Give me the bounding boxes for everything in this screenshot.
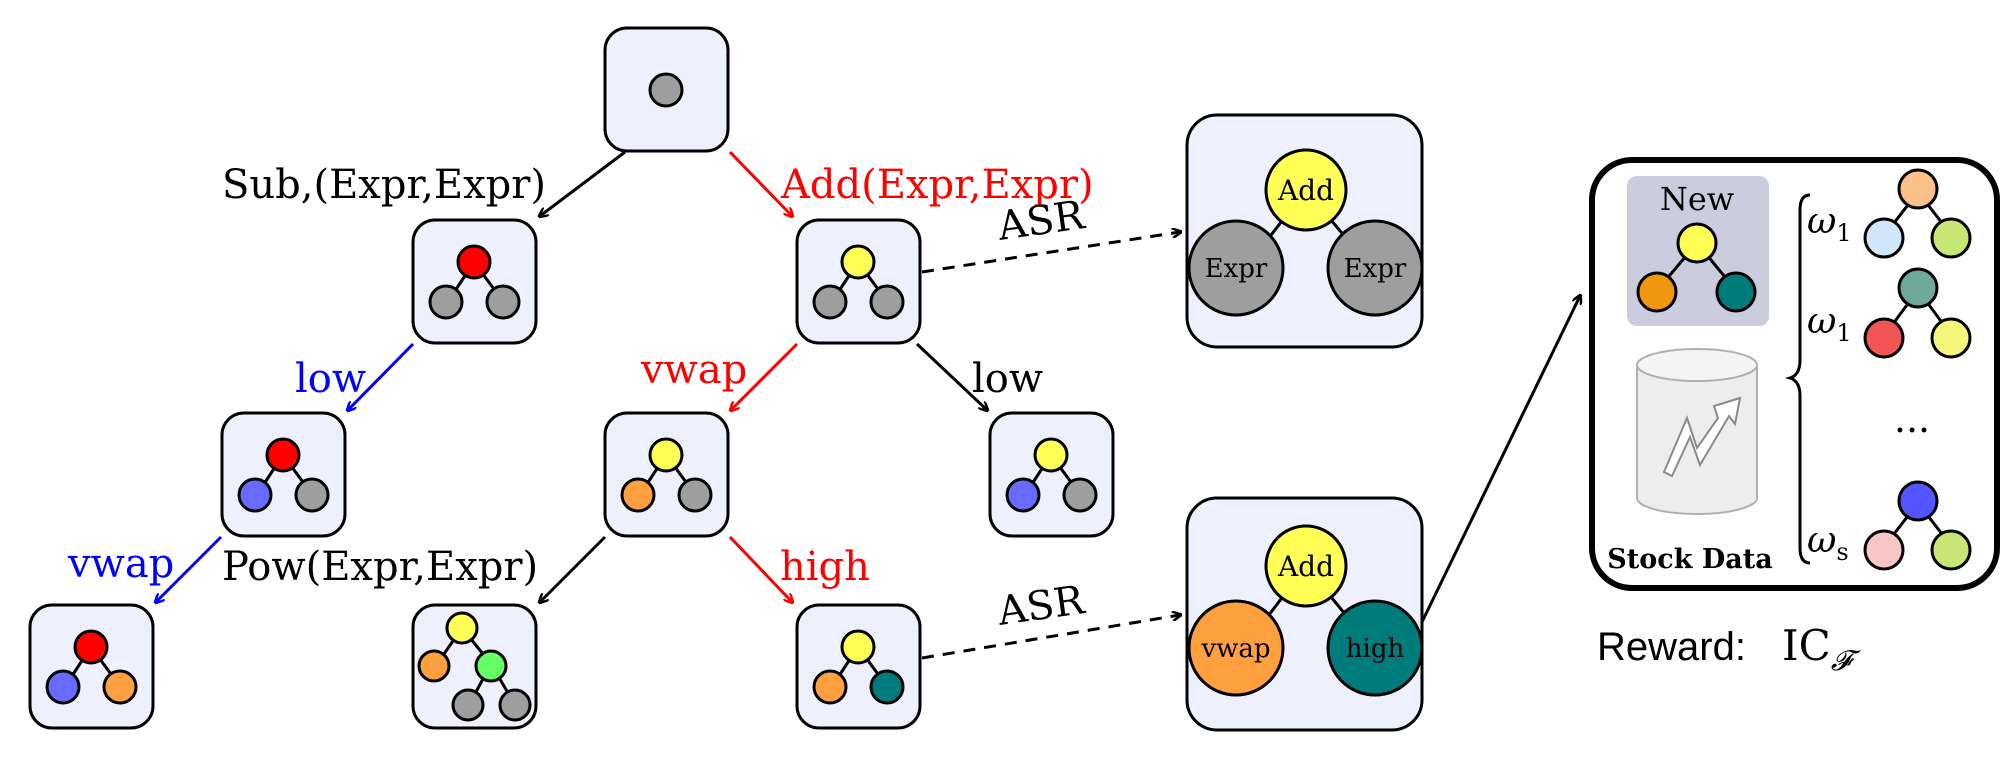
label-vwap-red: vwap (640, 347, 747, 393)
expr-tree-top: Add Expr Expr (1185, 113, 1424, 349)
new-label: New (1660, 180, 1734, 218)
label-asr-bottom: ASR (994, 577, 1089, 635)
weights-brace (1784, 193, 1811, 565)
node-low-vwap (28, 603, 155, 730)
edge-root-add (728, 150, 792, 216)
label-vwap-blue: vwap (67, 541, 174, 587)
expr-bottom-left-label: vwap (1200, 634, 1270, 664)
reward-metric: IC𝓕 (1782, 621, 1861, 677)
node-vwap-high (795, 603, 922, 730)
reward-label: Reward: (1597, 625, 1746, 669)
stock-data-cylinder-icon (1636, 348, 1758, 515)
expr-bottom-root-label: Add (1277, 550, 1334, 583)
weight-s: ωs (1807, 520, 1849, 566)
edge-asr-top (921, 232, 1180, 274)
weight-2: ω1 (1807, 301, 1852, 347)
expr-top-left-label: Expr (1205, 254, 1268, 284)
label-low-blue: low (295, 356, 366, 402)
expr-top-right-label: Expr (1344, 254, 1407, 284)
node-add-vwap (603, 411, 730, 538)
label-add: Add(Expr,Expr) (780, 162, 1094, 208)
reward-panel: New Stock Data ω1 ω1 ωs ... (1589, 157, 2000, 591)
node-add (795, 218, 922, 345)
weight-1: ω1 (1807, 201, 1852, 247)
expr-tree-bottom: Add vwap high (1185, 496, 1424, 732)
factor-tree-s (1863, 480, 1972, 571)
node-root (603, 26, 730, 153)
edge-add-low (915, 342, 987, 410)
label-low-black: low (972, 356, 1043, 402)
node-sub-low (220, 411, 347, 538)
edge-add-vwap (731, 342, 799, 410)
edge-low-vwap (156, 535, 223, 602)
label-sub: Sub,(Expr,Expr) (222, 162, 546, 208)
label-pow: Pow(Expr,Expr) (222, 544, 538, 590)
edge-root-sub (540, 150, 626, 216)
node-add-low (988, 411, 1115, 538)
node-sub (411, 218, 538, 345)
label-high: high (780, 544, 870, 590)
edge-to-panel (1420, 296, 1580, 623)
edge-sub-low (348, 342, 415, 410)
edge-asr-bottom (921, 615, 1180, 660)
factor-tree-2 (1863, 267, 1972, 359)
factor-tree-1 (1863, 168, 1972, 259)
stock-data-label: Stock Data (1607, 544, 1772, 575)
edge-vwap-pow (540, 535, 607, 602)
expr-bottom-right-label: high (1346, 634, 1405, 664)
ellipsis: ... (1894, 397, 1930, 441)
expr-top-root-label: Add (1277, 174, 1334, 207)
node-vwap-pow (411, 603, 538, 730)
edge-vwap-high (728, 535, 792, 602)
